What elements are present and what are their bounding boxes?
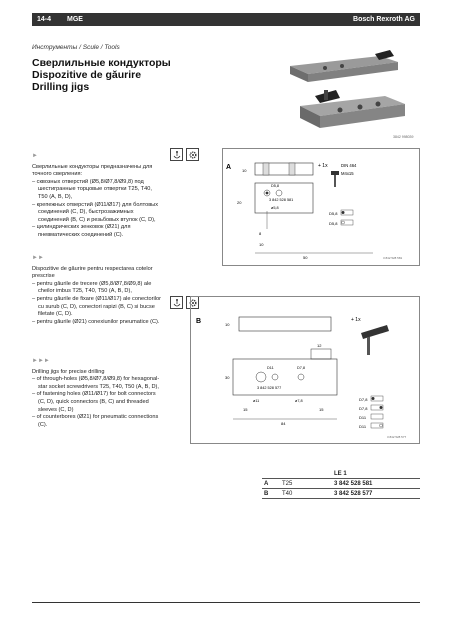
hole-label: ø7,8 bbox=[295, 399, 303, 403]
list-item: – of fastening holes (Ø11/Ø17) for bolt … bbox=[32, 391, 156, 413]
drawing-b: B 10 12 30 15 15 84 D11 D7,8 ø11 ø7,8 3 … bbox=[190, 296, 420, 444]
page-number: 14-4 bbox=[37, 16, 52, 23]
drawing-a-code: 3 842 528 581 bbox=[383, 256, 403, 260]
text-ro: ►► Dispozitive de găurire pentru respect… bbox=[32, 255, 162, 326]
order-table: LE 1 A T25 3 842 528 581 B T40 3 842 528… bbox=[262, 470, 420, 499]
table-header-row: LE 1 bbox=[262, 470, 420, 479]
hole-label: ø5,8 bbox=[271, 206, 279, 210]
title-en: Drilling jigs bbox=[32, 81, 90, 93]
list-item: – pentru găurile de trecere (Ø5,8/Ø7,8/Ø… bbox=[32, 280, 152, 295]
legend-label: D11 bbox=[359, 415, 367, 420]
table-row: B T40 3 842 528 577 bbox=[262, 488, 420, 499]
dim-label: 20 bbox=[237, 200, 242, 205]
table-cell: B bbox=[262, 488, 280, 499]
table-cell: 3 842 528 581 bbox=[332, 478, 420, 489]
list-item: – of through-holes (Ø5,8/Ø7,8/Ø9,8) for … bbox=[32, 376, 160, 390]
dim-label: 10 bbox=[225, 322, 230, 327]
title-ro: Dispozitive de găurire bbox=[32, 69, 142, 81]
jig-b-image bbox=[300, 90, 405, 128]
hand-tool-icon bbox=[170, 296, 183, 309]
qty-label: + 1x bbox=[318, 163, 328, 169]
dim-label: 8 bbox=[259, 231, 262, 236]
dim-label: 10 bbox=[242, 168, 247, 173]
title-ru: Сверлильные кондукторы bbox=[32, 57, 171, 69]
footer-divider bbox=[32, 602, 420, 603]
breadcrumb: Инструменты / Scule / Tools bbox=[32, 44, 120, 51]
lang-marker-ro: ►► bbox=[32, 255, 44, 261]
screw-thread: M4x15 bbox=[341, 171, 354, 176]
qty-label: + 1x bbox=[351, 317, 361, 323]
legend-label: D11 bbox=[359, 424, 367, 429]
part-number-label: 3 842 528 577 bbox=[257, 386, 281, 390]
gear-icon bbox=[186, 148, 199, 161]
legend-label: D5,8 bbox=[329, 221, 338, 226]
dim-label: 10 bbox=[259, 242, 264, 247]
text-ro-list: – pentru găurile de trecere (Ø5,8/Ø7,8/Ø… bbox=[32, 281, 162, 327]
section-name: MGE bbox=[67, 16, 83, 23]
brand-name: Bosch Rexroth AG bbox=[353, 16, 415, 23]
hole-label: D5,8 bbox=[271, 184, 279, 188]
table-header-cell bbox=[262, 470, 280, 479]
product-photo bbox=[280, 44, 420, 144]
dim-label: 30 bbox=[225, 375, 230, 380]
hand-tool-icon bbox=[170, 148, 183, 161]
hole-label: D11 bbox=[267, 366, 274, 370]
list-item: – of counterbores (Ø21) for pneumatic co… bbox=[32, 414, 159, 428]
text-ru-list: – сквозных отверстий (Ø5,8/Ø7,8/Ø9,8) по… bbox=[32, 179, 162, 240]
text-ro-intro: Dispozitive de găurire pentru respectare… bbox=[32, 265, 153, 280]
dim-label: 50 bbox=[303, 255, 308, 260]
legend-label: D7,8 bbox=[359, 406, 368, 411]
drawing-a-icons bbox=[170, 148, 199, 161]
table-cell: T40 bbox=[280, 488, 332, 499]
legend-label: D5,8 bbox=[329, 211, 338, 216]
page-title: Сверлильные кондукторы Dispozitive de gă… bbox=[32, 57, 171, 93]
drawing-b-icons bbox=[170, 296, 199, 309]
screw-standard: DIN 464 bbox=[341, 163, 357, 168]
lang-marker-en: ►►► bbox=[32, 358, 50, 364]
text-en-list: – of through-holes (Ø5,8/Ø7,8/Ø9,8) for … bbox=[32, 376, 162, 429]
list-item: – цилиндрических зенковок (Ø21) для пнев… bbox=[32, 224, 131, 238]
list-item: – сквозных отверстий (Ø5,8/Ø7,8/Ø9,8) по… bbox=[32, 178, 152, 200]
drawing-a-label: A bbox=[226, 164, 231, 171]
dim-label: 84 bbox=[281, 421, 286, 426]
table-cell: 3 842 528 577 bbox=[332, 488, 420, 499]
text-en: ►►► Drilling jigs for precise drilling –… bbox=[32, 358, 162, 429]
drawing-a: A 10 20 8 10 50 D5,8 ø5,8 3 842 528 581 … bbox=[222, 148, 420, 266]
table-row: A T25 3 842 528 581 bbox=[262, 478, 420, 489]
drawing-b-code: 3 842 528 577 bbox=[387, 435, 407, 439]
table-header-cell: LE 1 bbox=[334, 471, 347, 477]
dim-label: 15 bbox=[319, 407, 324, 412]
text-ru-intro: Сверлильные кондукторы предназначены для… bbox=[32, 163, 153, 178]
part-number-label: 3 842 528 581 bbox=[269, 198, 293, 202]
dim-label: 12 bbox=[317, 343, 322, 348]
table-cell: T25 bbox=[280, 478, 332, 489]
text-en-intro: Drilling jigs for precise drilling bbox=[32, 368, 105, 375]
list-item: – крепежных отверстий (Ø11/Ø17) для болт… bbox=[32, 201, 158, 223]
jig-a-image bbox=[290, 50, 398, 82]
list-item: – pentru găurile (Ø21) conexiunilor pneu… bbox=[32, 318, 160, 325]
table-cell: A bbox=[262, 478, 280, 489]
hole-label: ø11 bbox=[253, 399, 259, 403]
legend-label: D7,8 bbox=[359, 397, 368, 402]
photo-code: 3842 998039 bbox=[393, 135, 414, 139]
hole-label: D7,8 bbox=[297, 366, 305, 370]
page-header: 14-4 MGE Bosch Rexroth AG bbox=[32, 13, 420, 26]
table-header-cell bbox=[280, 470, 332, 479]
drawing-b-svg: B 10 12 30 15 15 84 D11 D7,8 ø11 ø7,8 3 … bbox=[196, 316, 407, 439]
lang-marker-ru: ► bbox=[32, 153, 38, 159]
text-ru: ► Сверлильные кондукторы предназначены д… bbox=[32, 153, 162, 240]
drawing-a-svg: A 10 20 8 10 50 D5,8 ø5,8 3 842 528 581 … bbox=[226, 162, 403, 260]
dim-label: 15 bbox=[243, 407, 248, 412]
drawing-b-label: B bbox=[196, 318, 201, 325]
list-item: – pentru găurile de fixare (Ø11/Ø17) ale… bbox=[32, 295, 161, 318]
